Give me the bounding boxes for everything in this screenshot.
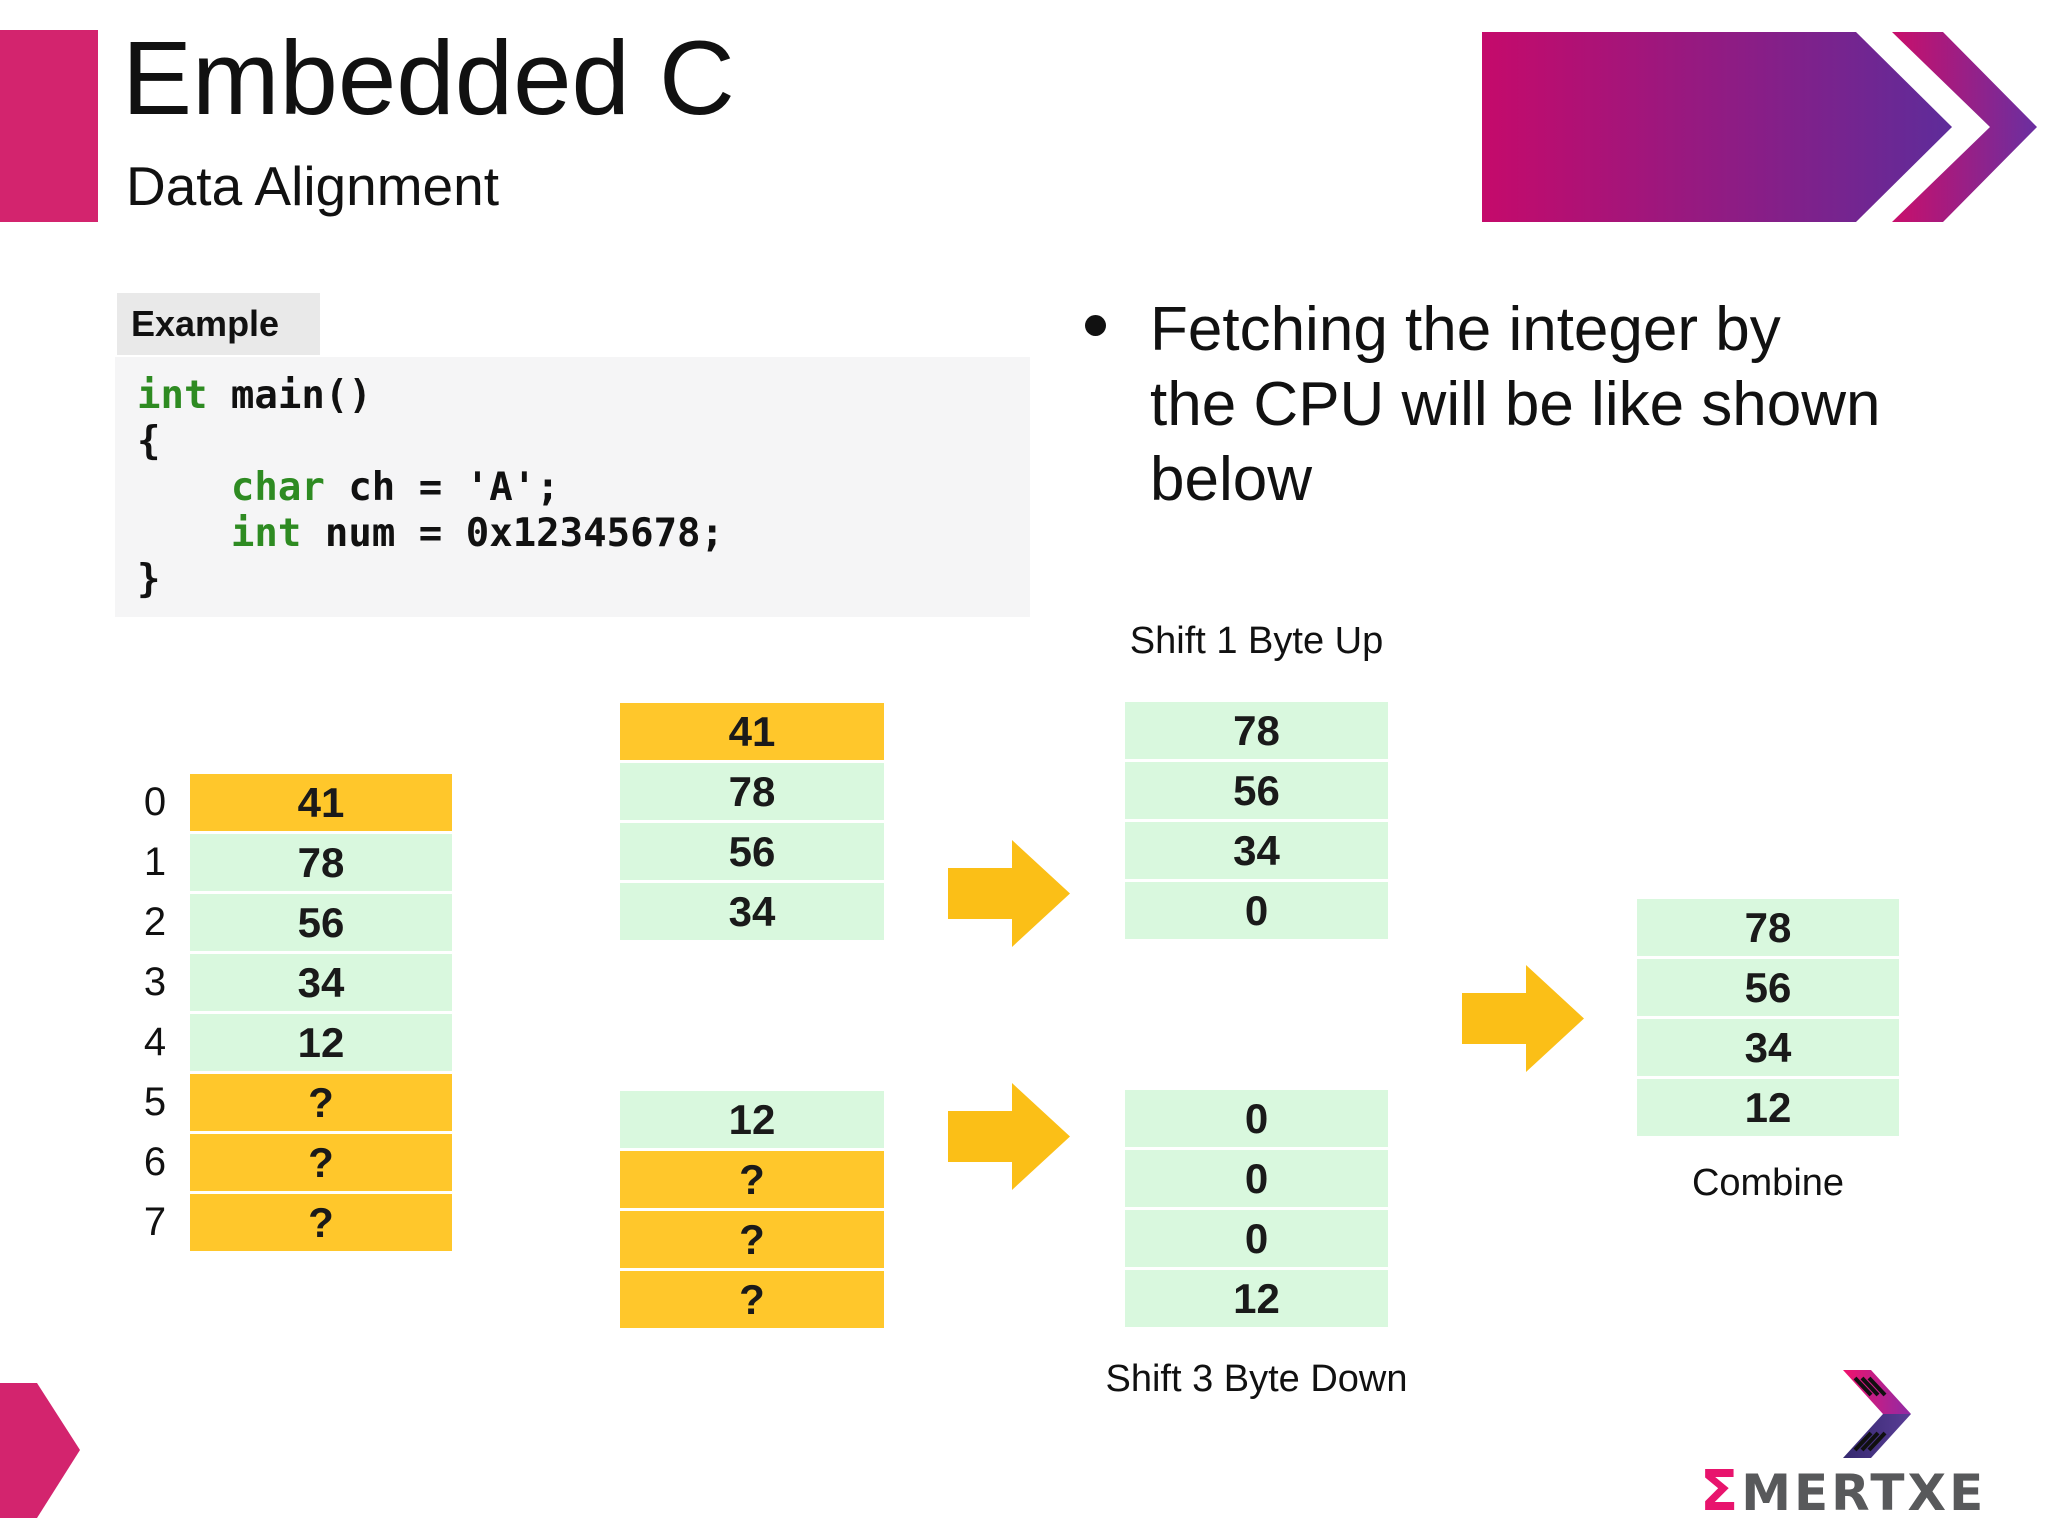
memory-cell: 78 [620,763,884,820]
memory-index-label: 3 [143,960,167,1004]
memory-index-label: 1 [143,840,167,884]
code-line: int main() [137,373,372,418]
memory-cell: ? [620,1211,884,1268]
memory-cell: 12 [620,1091,884,1148]
block-arrow-icon [1462,965,1584,1072]
memory-cell: 34 [190,954,452,1011]
block-arrow-icon [948,1083,1070,1190]
code-block: int main(){ char ch = 'A'; int num = 0x1… [115,357,1030,617]
memory-cell: 0 [1125,1210,1388,1267]
memory-cell: ? [190,1134,452,1191]
code-line: char ch = 'A'; [230,465,560,510]
code-line: { [137,419,161,464]
memory-cell: 34 [1125,822,1388,879]
memory-cell: 12 [1637,1079,1899,1136]
memory-cell: 56 [1125,762,1388,819]
memory-cell: 56 [190,894,452,951]
code-line: } [137,557,161,602]
memory-cell: ? [620,1151,884,1208]
memory-index-label: 6 [143,1140,167,1184]
bullet-text: Fetching the integer by the CPU will be … [1150,295,1881,514]
banner-pentagon [1482,32,1952,222]
logo-sigma: Σ [1700,1459,1742,1524]
memory-index-label: 5 [143,1080,167,1124]
memory-cell: 34 [620,883,884,940]
shift-up-label: Shift 1 Byte Up [1129,620,1384,662]
memory-index-label: 0 [143,780,167,824]
header-arrow-graphic [1482,32,2037,222]
memory-cell: 12 [190,1014,452,1071]
memory-index-label: 4 [143,1020,167,1064]
memory-cell: 0 [1125,1090,1388,1147]
footer-corner-accent-shape [0,1383,80,1518]
shift-down-label: Shift 3 Byte Down [1105,1358,1408,1400]
memory-cell: 56 [1637,959,1899,1016]
memory-cell: 78 [190,834,452,891]
bullet-dot [1085,315,1106,336]
memory-cell: 41 [190,774,452,831]
memory-cell: ? [620,1271,884,1328]
logo-wordmark: MERTXE [1741,1464,1987,1522]
memory-cell: 78 [1125,702,1388,759]
page-subtitle: Data Alignment [126,155,499,217]
memory-cell: 41 [620,703,884,760]
memory-index-label: 2 [143,900,167,944]
memory-cell: 78 [1637,899,1899,956]
memory-cell: 0 [1125,882,1388,939]
memory-cell: ? [190,1074,452,1131]
chevron-icon [1892,32,2037,222]
memory-index-column: 0 1 2 3 4 5 6 7 [132,774,178,1254]
memory-cell: 0 [1125,1150,1388,1207]
memory-index-label: 7 [143,1200,167,1244]
logo-chevron-icon [1843,1370,1911,1458]
combine-label: Combine [1691,1162,1845,1204]
corner-accent-shape [0,30,98,222]
example-label: Example [117,293,320,355]
memory-cell: 34 [1637,1019,1899,1076]
page-title: Embedded C [122,20,735,137]
code-line: int num = 0x12345678; [230,511,725,556]
block-arrow-icon [948,840,1070,947]
emertxe-logo: ΣMERTXE [1700,1365,2030,1525]
fetch-low-table: 12??? [620,1091,884,1331]
memory-cell: ? [190,1194,452,1251]
memory-cell: 56 [620,823,884,880]
memory-cell: 12 [1125,1270,1388,1327]
